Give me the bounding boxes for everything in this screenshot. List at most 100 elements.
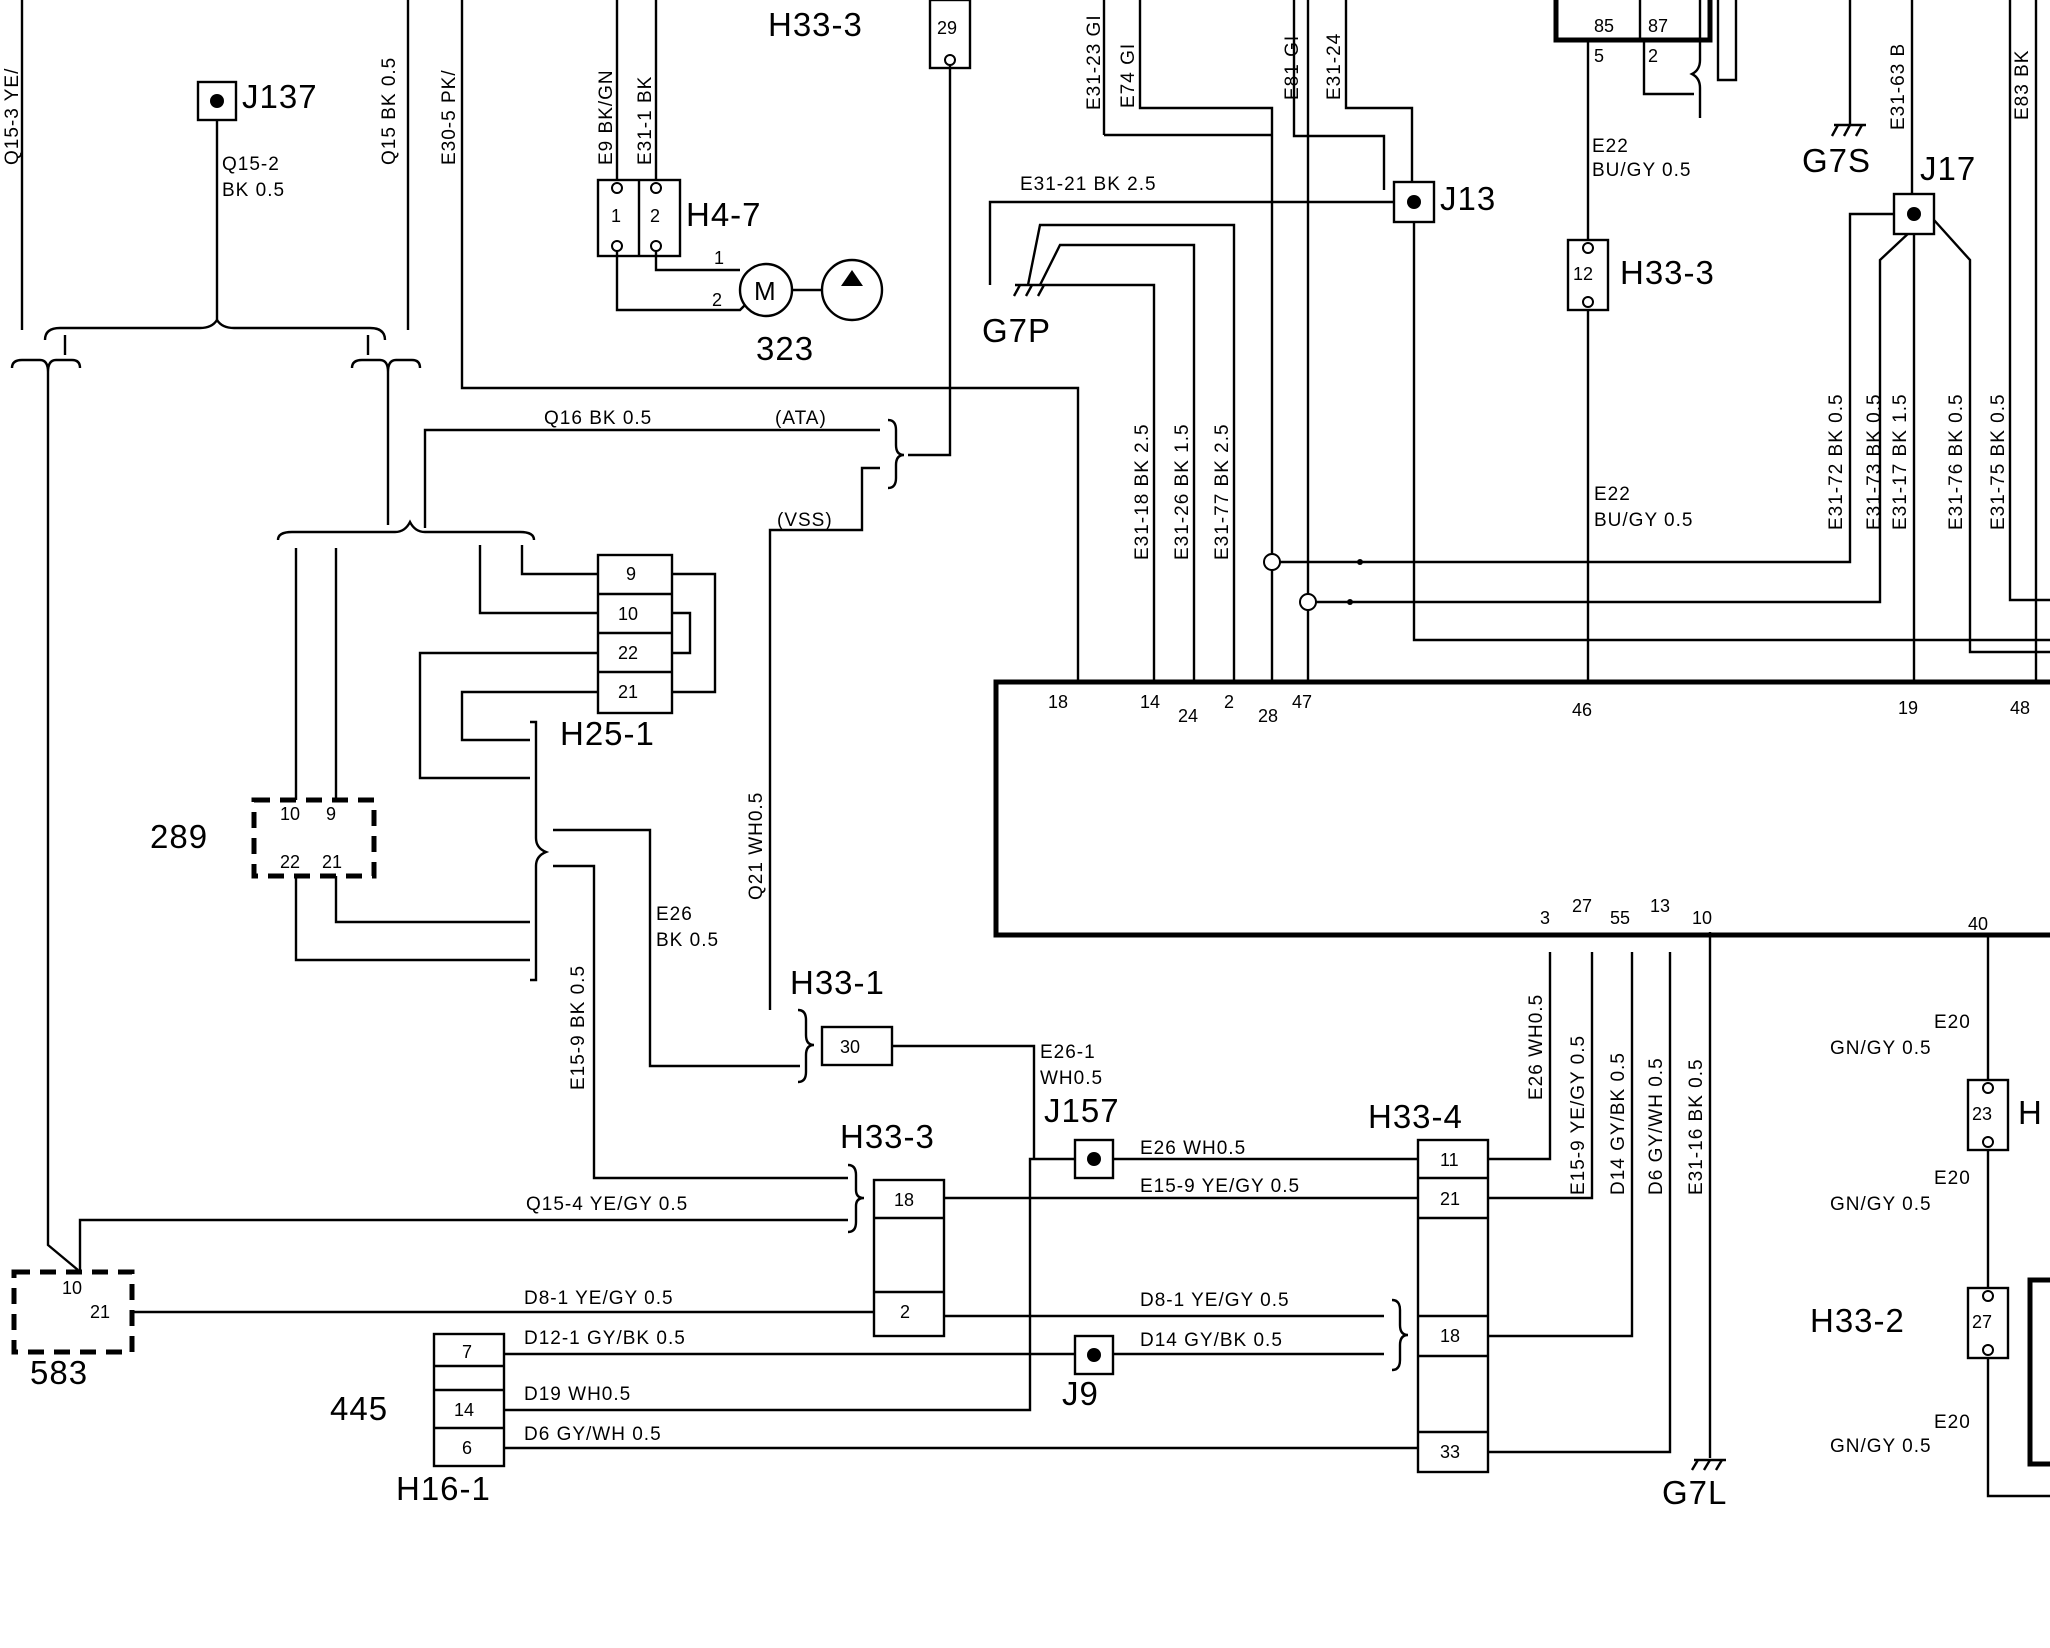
wire-label-d8-1-b: D8-1 YE/GY 0.5 bbox=[1140, 1290, 1290, 1311]
wire-label-e31-18: E31-18 BK 2.5 bbox=[1132, 423, 1153, 560]
h33-4-pin-18: 18 bbox=[1440, 1326, 1460, 1346]
n583-label: 583 bbox=[30, 1354, 88, 1391]
junction-dot bbox=[1357, 559, 1363, 565]
brace-289-h25 bbox=[530, 720, 550, 982]
g7p-ground-icon bbox=[1024, 284, 1034, 297]
wire-j17-left bbox=[1848, 212, 1894, 240]
wire-e74 bbox=[1138, 0, 1274, 680]
wire-g7p-2 bbox=[1038, 243, 1196, 680]
j9-label: J9 bbox=[1062, 1375, 1099, 1412]
ecu-pin-24: 24 bbox=[1178, 706, 1198, 726]
h25-1-pin-10: 10 bbox=[618, 604, 638, 624]
wire-label-e31-63: E31-63 B bbox=[1888, 43, 1909, 130]
h33-4-connector bbox=[1416, 1138, 1490, 1474]
wire-label-d12-1: D12-1 GY/BK 0.5 bbox=[524, 1328, 686, 1349]
wire-label-vss: (VSS) bbox=[777, 510, 833, 531]
motor-symbol-label: M bbox=[754, 276, 776, 306]
wire-label-d14: D14 GY/BK 0.5 bbox=[1140, 1330, 1283, 1351]
g7s-ground-icon bbox=[1854, 124, 1864, 137]
wire-label-e22-a1: E22 bbox=[1592, 136, 1629, 157]
h33-4-label: H33-4 bbox=[1368, 1098, 1463, 1135]
wire-d19 bbox=[500, 1157, 1075, 1412]
wire-d14-ecu bbox=[1488, 952, 1634, 1338]
wire-label-e30-5: E30-5 PK/ bbox=[439, 69, 460, 165]
wire-label-e26-b: BK 0.5 bbox=[656, 930, 719, 951]
wire-label-q15-2-a: Q15-2 bbox=[222, 154, 280, 175]
wire-h25-9 bbox=[520, 545, 598, 576]
wire-label-e15-9-bk: E15-9 BK 0.5 bbox=[568, 965, 589, 1090]
brace-h33-4 bbox=[1391, 1298, 1409, 1372]
h33r-pin-ring bbox=[1982, 1136, 1994, 1148]
wire-289-22 bbox=[294, 876, 530, 962]
wire-label-e83: E83 BK bbox=[2012, 50, 2033, 120]
brace-h25-1 bbox=[276, 519, 536, 541]
h33-3-right-pin-ring bbox=[1582, 296, 1594, 308]
wire-label-e31-21: E31-21 BK 2.5 bbox=[1020, 174, 1157, 195]
wire-label-e20-a1: E20 bbox=[1934, 1012, 1971, 1033]
wire-289-21 bbox=[334, 876, 530, 924]
h4-7-pin-ring bbox=[611, 182, 623, 194]
h25-1-pin-9: 9 bbox=[626, 564, 636, 584]
h33r-pin-ring bbox=[1982, 1082, 1994, 1094]
g7l-label: G7L bbox=[1662, 1474, 1727, 1511]
g7p-ground-icon bbox=[1012, 284, 1022, 297]
wire-e26-1 bbox=[892, 1044, 1036, 1158]
h4-7-pin-ring bbox=[650, 240, 662, 252]
wire-label-e31-24: E31-24 bbox=[1324, 33, 1345, 100]
h16-1-pin-7: 7 bbox=[462, 1342, 472, 1362]
h33-3-top-label: H33-3 bbox=[768, 6, 863, 43]
g7l-ground-icon bbox=[1702, 1459, 1712, 1471]
h16-1-label: H16-1 bbox=[396, 1470, 491, 1507]
wire-q15-4 bbox=[78, 1218, 848, 1270]
wire-q16 bbox=[423, 428, 880, 528]
h33r-pin-ring bbox=[1982, 1290, 1994, 1302]
relay-pin-5: 5 bbox=[1594, 46, 1604, 66]
j13-dot bbox=[1407, 195, 1421, 209]
ecu-pin-18: 18 bbox=[1048, 692, 1068, 712]
wire-label-d19: D19 WH0.5 bbox=[524, 1384, 631, 1405]
h33-1-label: H33-1 bbox=[790, 964, 885, 1001]
h33r-pin-27: 27 bbox=[1972, 1312, 1992, 1332]
h16-1-pin-14: 14 bbox=[454, 1400, 474, 1420]
h4-7-label: H4-7 bbox=[686, 196, 762, 233]
h33-3-low-pin-18: 18 bbox=[894, 1190, 914, 1210]
g7s-ground-icon bbox=[1830, 124, 1840, 137]
wire-label-e15-9-v: E15-9 YE/GY 0.5 bbox=[1568, 1035, 1589, 1195]
ecu-pin-47: 47 bbox=[1292, 692, 1312, 712]
g7s-label: G7S bbox=[1802, 142, 1871, 179]
motor-pin-2: 2 bbox=[712, 290, 722, 310]
h33-4-pin-33: 33 bbox=[1440, 1442, 1460, 1462]
g7p-ground-icon bbox=[1036, 284, 1046, 297]
ecu-module-box bbox=[993, 679, 2050, 938]
wire-e31-76 bbox=[1933, 219, 2050, 654]
wire-label-e74: E74 GI bbox=[1118, 43, 1139, 108]
p289-pin-21: 21 bbox=[322, 852, 342, 872]
ecu-pin-14: 14 bbox=[1140, 692, 1160, 712]
wire-label-e31-72: E31-72 BK 0.5 bbox=[1826, 393, 1847, 530]
ecu-pin-2: 2 bbox=[1224, 692, 1234, 712]
wire-e26-ecu bbox=[1488, 952, 1552, 1161]
h4-7-pin-1: 1 bbox=[611, 206, 621, 226]
wire-motor-2 bbox=[615, 251, 751, 312]
n289-label: 289 bbox=[150, 818, 208, 855]
h25-1-label: H25-1 bbox=[560, 715, 655, 752]
wire-h25-10 bbox=[478, 545, 598, 615]
j13-label: J13 bbox=[1440, 180, 1496, 217]
h33-3-right-pin-ring bbox=[1582, 242, 1594, 254]
wire-label-ata: (ATA) bbox=[775, 408, 827, 429]
relay-pin-2: 2 bbox=[1648, 46, 1658, 66]
wire-g7p-1 bbox=[1026, 223, 1236, 680]
j157-label: J157 bbox=[1044, 1092, 1120, 1129]
wire-label-e26-1-a: E26-1 bbox=[1040, 1042, 1096, 1063]
g7l-ground-icon bbox=[1690, 1459, 1700, 1471]
ecu-pin-40: 40 bbox=[1968, 914, 1988, 934]
ecu-pin-27: 27 bbox=[1572, 896, 1592, 916]
junction-dot bbox=[1347, 599, 1353, 605]
h16-1-connector bbox=[432, 1332, 506, 1468]
p583-pin-21: 21 bbox=[90, 1302, 110, 1322]
wire-label-e22-b1: E22 bbox=[1594, 484, 1631, 505]
brace-h33-1 bbox=[797, 1008, 815, 1084]
wire-label-e26-wh: E26 WH0.5 bbox=[1140, 1138, 1246, 1159]
h25-1-pin-22: 22 bbox=[618, 643, 638, 663]
p289-pin-22: 22 bbox=[280, 852, 300, 872]
